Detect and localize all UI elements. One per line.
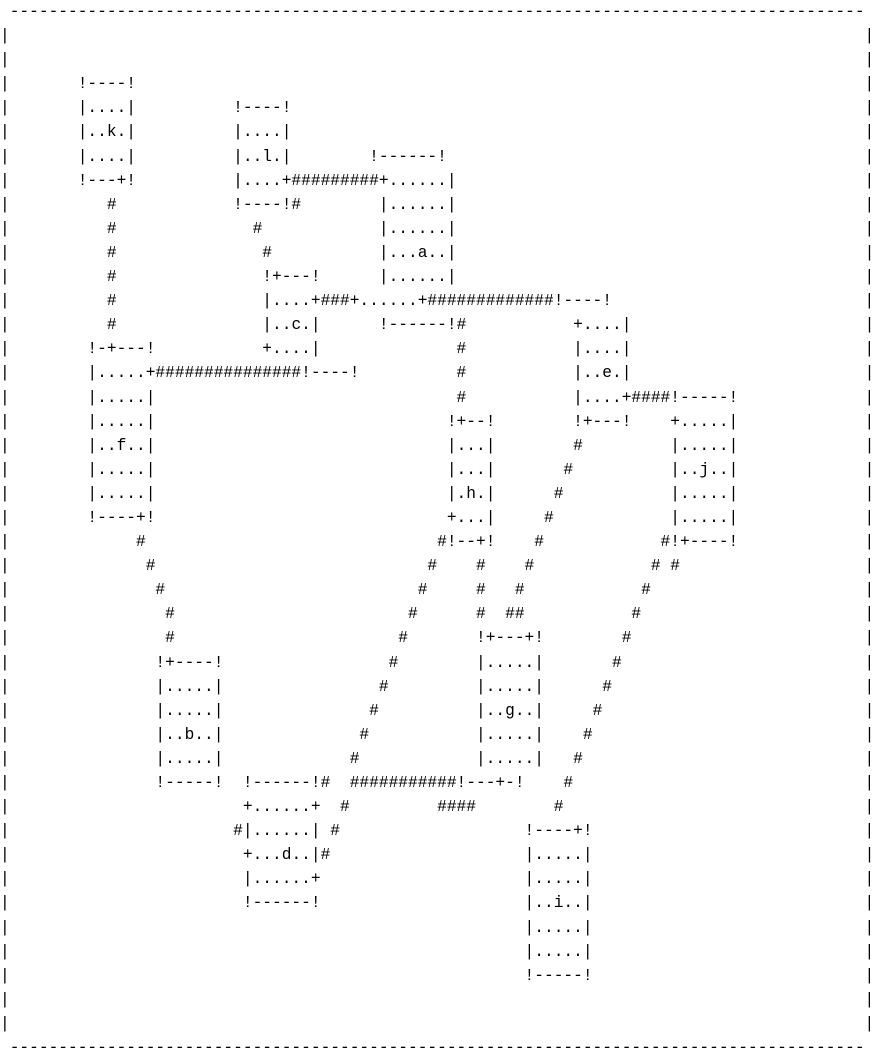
map-row: | # |....+###+......+#############!----!… — [0, 292, 875, 311]
map-row: | # |..c.| !------!# +....| | — [0, 316, 875, 335]
map-row: | |.....| | — [0, 942, 875, 961]
map-row: | # #!--+! # #!+----! | — [0, 533, 875, 552]
map-row: | |.....| # |..g..| # | — [0, 701, 875, 720]
room-label-l: l — [262, 147, 272, 166]
map-row: | +......+ # #### # | — [0, 798, 875, 817]
room-label-e: e — [602, 364, 612, 383]
map-row: | # # |......| | — [0, 219, 875, 238]
map-row: | !+----! # |.....| # | — [0, 653, 875, 672]
map-row: | |......+ |.....| | — [0, 870, 875, 889]
map-row: | !----! | — [0, 75, 875, 94]
room-label-k: k — [106, 123, 117, 142]
map-row: | # # # # # # | — [0, 557, 875, 576]
room-label-c: c — [291, 316, 302, 335]
room-label-b: b — [184, 725, 195, 744]
map-row: | |....| |..l.| !------! | — [0, 147, 875, 166]
map-row: | +...d..|# |.....| | — [0, 846, 875, 865]
map-row: | |..f..| |...| # |.....| | — [0, 436, 875, 455]
map-row: | |.....| |...| # |..j..| | — [0, 460, 875, 479]
map-row: | |....| !----! | — [0, 99, 875, 118]
map-row: | # !----!# |......| | — [0, 195, 875, 214]
map-row: | # # !+---+! # | — [0, 629, 875, 648]
room-label-j: j — [699, 460, 710, 479]
map-row: | | — [0, 51, 875, 70]
map-row: | |.....| |.h.| # |.....| | — [0, 484, 875, 503]
map-row: | |..k.| |....| | — [0, 123, 875, 142]
room-label-a: a — [417, 243, 428, 262]
map-row: | # # # ## # | — [0, 605, 875, 624]
map-row: | |.....| # |.....| # | — [0, 749, 875, 768]
map-row: | | — [0, 990, 875, 1009]
map-row: | #|......| # !----+! | — [0, 822, 875, 841]
map-row: | |.....| !+--! !+---! +.....| | — [0, 412, 875, 431]
map-row: | !----+! +...| # |.....| | — [0, 508, 875, 527]
map-row: | # # # # # | — [0, 581, 875, 600]
map-row: | !---+! |....+#########+......| | — [0, 171, 875, 190]
map-row: | |.....| # |.....| # | — [0, 677, 875, 696]
room-label-g: g — [505, 701, 515, 720]
map-row: | !-----! | — [0, 966, 875, 985]
map-row: | | — [0, 27, 875, 46]
room-label-d: d — [281, 846, 292, 865]
map-row: ----------------------------------------… — [0, 1039, 875, 1058]
map-row: ----------------------------------------… — [0, 3, 875, 21]
map-row: | # # |...a..| | — [0, 243, 875, 262]
map-row: | |.....+###############!----! # |..e.| … — [0, 364, 875, 383]
map-row: | | — [0, 1014, 875, 1033]
map-row: | !------! |..i..| | — [0, 894, 875, 913]
map-row: | !-----! !------!# ###########!---+-! #… — [0, 774, 875, 792]
map-row: | !-+---! +....| # |....| | — [0, 340, 875, 359]
map-row: | # !+---! |......| | — [0, 268, 875, 287]
map-row: | |.....| # |....+####!-----! | — [0, 388, 875, 407]
map-row: | |.....| | — [0, 918, 875, 937]
map-row: | |..b..| # |.....| # | — [0, 725, 875, 744]
room-label-h: h — [466, 484, 476, 503]
room-label-f: f — [116, 436, 127, 455]
room-label-i: i — [553, 894, 564, 913]
